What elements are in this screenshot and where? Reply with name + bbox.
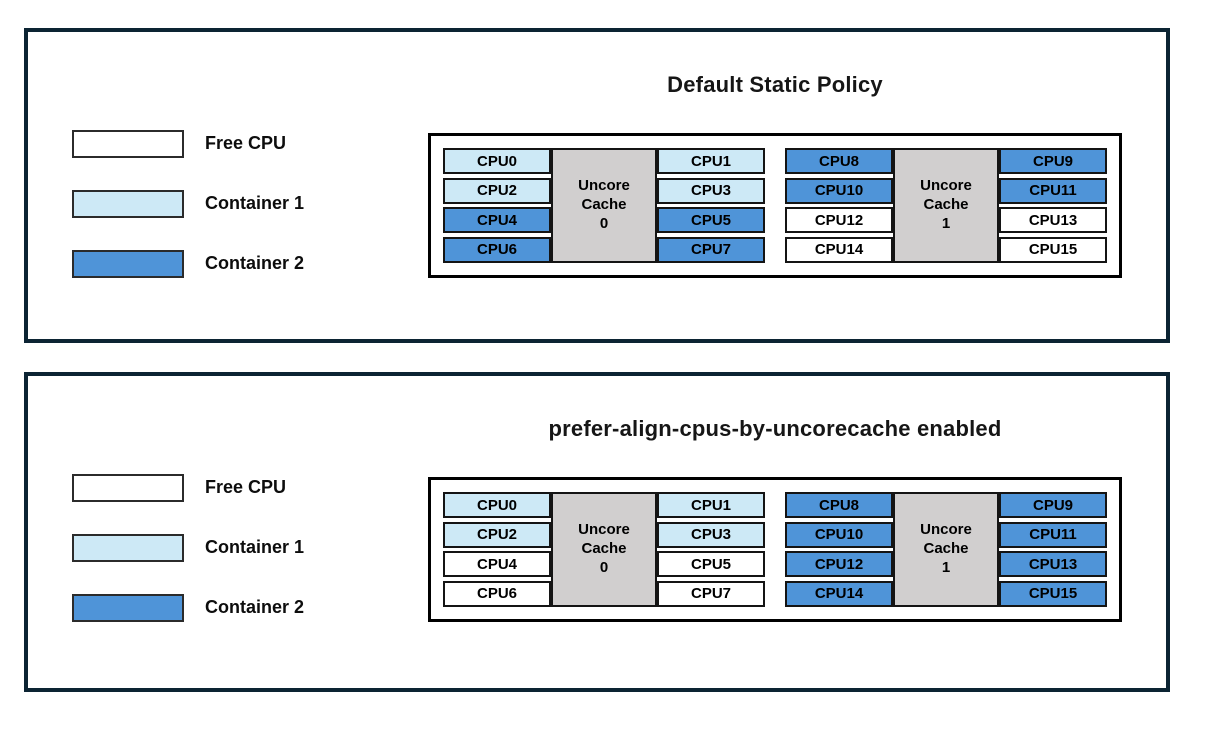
uncore-cache-1-group: CPU8 CPU10 CPU12 CPU14 Uncore Cache 1 CP… [785,148,1107,263]
legend-row-free-cpu: Free CPU [72,474,402,504]
cpu-cell: CPU6 [443,236,551,263]
uncore-cache-1-box: Uncore Cache 1 [893,492,999,607]
cpu-cell: CPU14 [785,236,893,263]
panel-title: Default Static Policy [667,72,883,97]
cpu-column-left: CPU8 CPU10 CPU12 CPU14 [785,492,893,607]
container-1-swatch [72,534,184,562]
cpu-cell: CPU0 [443,492,551,518]
legend-label: Container 1 [205,193,305,213]
cpu-column-right: CPU9 CPU11 CPU13 CPU15 [999,492,1107,607]
cpu-cell: CPU3 [657,521,765,548]
legend-label: Container 2 [205,597,305,617]
cpu-cell: CPU0 [443,148,551,174]
legend-label: Free CPU [205,477,287,497]
cpu-cell: CPU7 [657,580,765,607]
cpu-cell: CPU2 [443,177,551,204]
cpu-cell: CPU9 [999,148,1107,174]
uncore-cache-0-group: CPU0 CPU2 CPU4 CPU6 Uncore Cache 0 CPU1 … [443,492,765,607]
uncore-cache-0-box: Uncore Cache 0 [551,148,657,263]
cpu-cell: CPU2 [443,521,551,548]
cpu-column-right: CPU1 CPU3 CPU5 CPU7 [657,148,765,263]
cpu-cell: CPU14 [785,580,893,607]
cpu-cell: CPU11 [999,521,1107,548]
cpu-column-right: CPU1 CPU3 CPU5 CPU7 [657,492,765,607]
cpu-cell: CPU1 [657,148,765,174]
uncorecache-enabled-panel: prefer-align-cpus-by-uncorecache enabled… [24,372,1170,692]
cpu-column-left: CPU0 CPU2 CPU4 CPU6 [443,148,551,263]
legend-row-container-2: Container 2 [72,250,402,280]
cpu-cell: CPU6 [443,580,551,607]
cpu-cell: CPU3 [657,177,765,204]
cpu-cell: CPU5 [657,207,765,234]
legend-label: Container 1 [205,537,305,557]
cpu-cell: CPU7 [657,236,765,263]
uncore-cache-1-group: CPU8 CPU10 CPU12 CPU14 Uncore Cache 1 CP… [785,492,1107,607]
cpu-cell: CPU9 [999,492,1107,518]
legend-row-free-cpu: Free CPU [72,130,402,160]
cpu-cell: CPU1 [657,492,765,518]
cpu-topology-diagram: CPU0 CPU2 CPU4 CPU6 Uncore Cache 0 CPU1 … [428,477,1122,622]
uncore-cache-1-box: Uncore Cache 1 [893,148,999,263]
uncore-cache-0-group: CPU0 CPU2 CPU4 CPU6 Uncore Cache 0 CPU1 … [443,148,765,263]
cpu-cell: CPU13 [999,207,1107,234]
cpu-cell: CPU10 [785,521,893,548]
cpu-cell: CPU13 [999,551,1107,578]
cpu-column-right: CPU9 CPU11 CPU13 CPU15 [999,148,1107,263]
free-cpu-swatch [72,474,184,502]
cpu-cell: CPU8 [785,148,893,174]
container-2-swatch [72,594,184,622]
cpu-column-left: CPU0 CPU2 CPU4 CPU6 [443,492,551,607]
cpu-topology-diagram: CPU0 CPU2 CPU4 CPU6 Uncore Cache 0 CPU1 … [428,133,1122,278]
cpu-cell: CPU11 [999,177,1107,204]
cpu-cell: CPU5 [657,551,765,578]
legend-row-container-1: Container 1 [72,190,402,220]
cpu-cell: CPU4 [443,551,551,578]
container-2-swatch [72,250,184,278]
default-static-policy-panel: Default Static Policy Free CPU Container… [24,28,1170,343]
cpu-cell: CPU8 [785,492,893,518]
cpu-cell: CPU15 [999,236,1107,263]
uncore-cache-0-box: Uncore Cache 0 [551,492,657,607]
legend-row-container-2: Container 2 [72,594,402,624]
legend-label: Free CPU [205,133,287,153]
legend-row-container-1: Container 1 [72,534,402,564]
cpu-cell: CPU12 [785,551,893,578]
cpu-cell: CPU4 [443,207,551,234]
legend-label: Container 2 [205,253,305,273]
panel-title: prefer-align-cpus-by-uncorecache enabled [548,416,1002,441]
cpu-column-left: CPU8 CPU10 CPU12 CPU14 [785,148,893,263]
container-1-swatch [72,190,184,218]
free-cpu-swatch [72,130,184,158]
cpu-cell: CPU15 [999,580,1107,607]
cpu-cell: CPU10 [785,177,893,204]
cpu-cell: CPU12 [785,207,893,234]
